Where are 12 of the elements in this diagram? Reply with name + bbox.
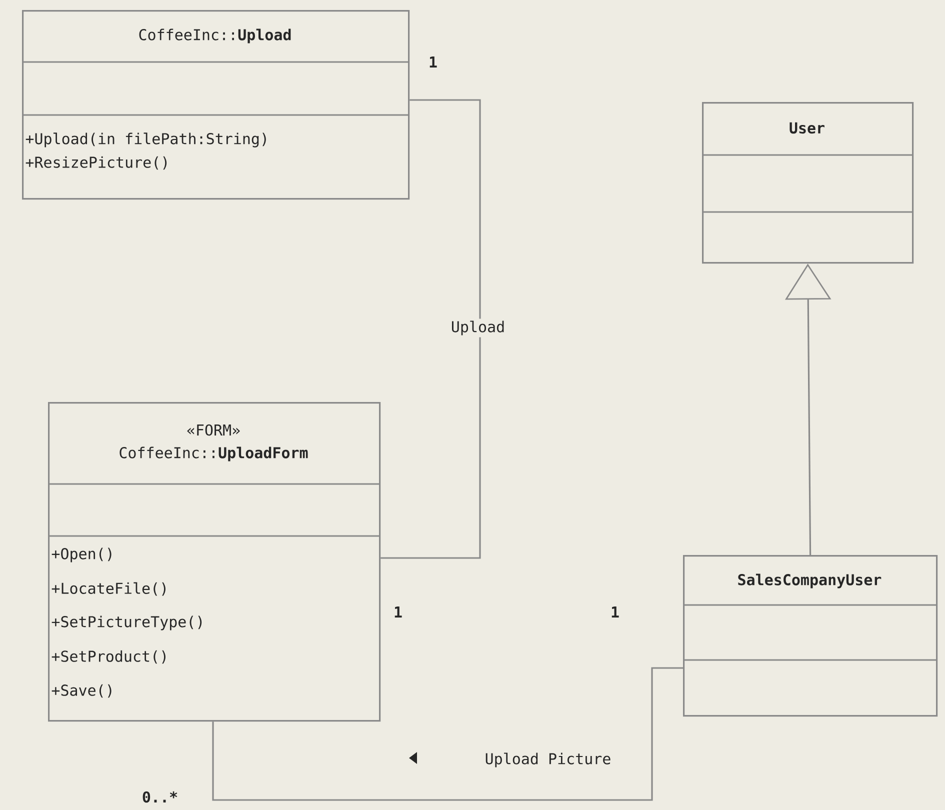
class-box: SalesCompanyUser [683, 555, 938, 717]
class-box: «FORM» CoffeeInc::UploadForm +Open() +LocateFile() +SetPictureType() +SetProduct() +Save() [48, 402, 381, 722]
multiplicity-label: 1 [612, 606, 619, 618]
edge-label: Upload Picture [486, 752, 610, 768]
association-line [212, 667, 683, 801]
multiplicity-label: 1 [394, 606, 402, 618]
class-box: CoffeeInc::Upload +Upload(in filePath:String) +ResizePicture() [22, 10, 410, 200]
class-box: User [702, 102, 914, 264]
edge-label: Upload [452, 320, 504, 336]
multiplicity-label: 0..* [142, 791, 178, 803]
multiplicity-label: 1 [430, 56, 437, 68]
association-line [380, 99, 481, 559]
